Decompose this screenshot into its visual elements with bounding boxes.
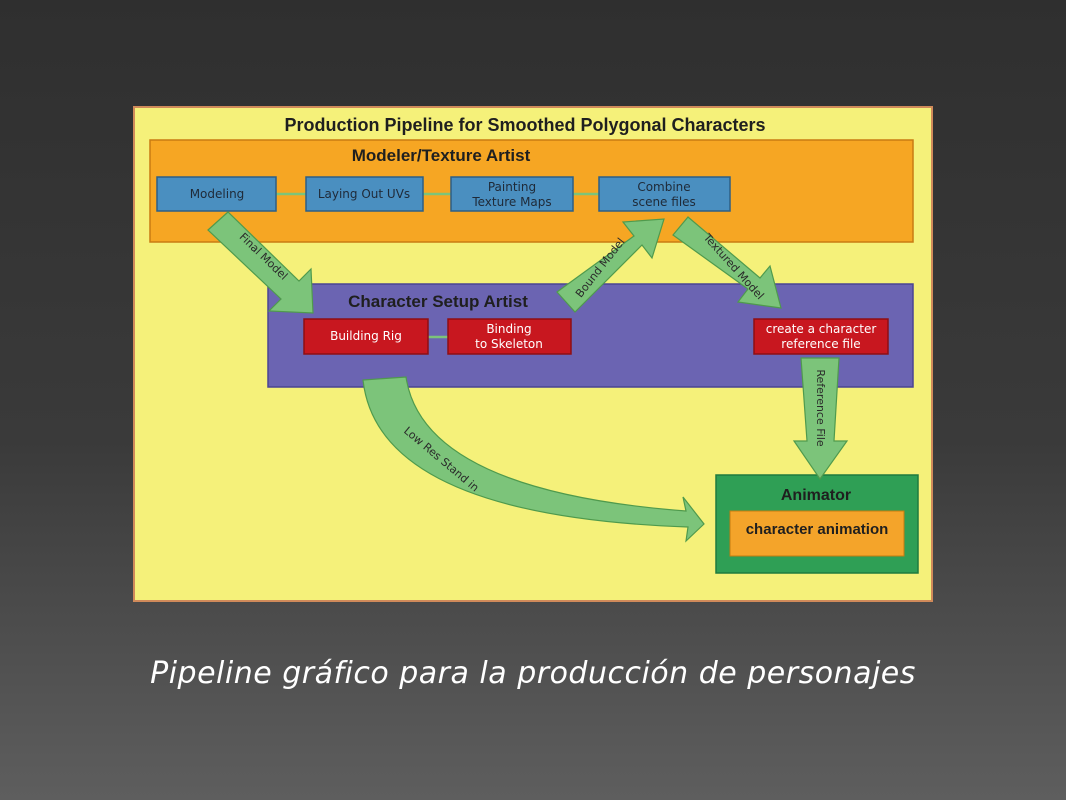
modeler-group-label: Modeler/Texture Artist	[352, 146, 531, 165]
step-create-reference-file: create a character reference file	[753, 318, 889, 355]
pipeline-diagram: Production Pipeline for Smoothed Polygon…	[133, 106, 933, 602]
step-modeling: Modeling	[156, 176, 277, 212]
step-binding-line2: to Skeleton	[475, 337, 543, 351]
step-combine-scene-files: Combine scene files	[598, 176, 731, 212]
step-reference-line1: create a character	[766, 322, 877, 336]
step-reference-line2: reference file	[781, 337, 860, 351]
step-painting-texture-maps: Painting Texture Maps	[450, 176, 574, 212]
arrow-reference-file: Reference File	[792, 357, 849, 481]
step-character-animation-label: character animation	[746, 521, 889, 538]
step-laying-out-uvs: Laying Out UVs	[305, 176, 424, 212]
step-combine-line1: Combine	[637, 180, 690, 194]
step-building-rig-label: Building Rig	[330, 329, 402, 343]
pipeline-diagram-svg: Production Pipeline for Smoothed Polygon…	[133, 106, 933, 602]
diagram-title: Production Pipeline for Smoothed Polygon…	[284, 115, 765, 135]
step-laying-out-uvs-label: Laying Out UVs	[318, 187, 410, 201]
step-painting-line2: Texture Maps	[471, 195, 551, 209]
arrow-reference-file-label: Reference File	[814, 369, 827, 447]
step-binding-to-skeleton: Binding to Skeleton	[447, 318, 572, 355]
step-painting-line1: Painting	[488, 180, 536, 194]
step-building-rig: Building Rig	[303, 318, 429, 355]
step-binding-line1: Binding	[486, 322, 531, 336]
slide-caption: Pipeline gráfico para la producción de p…	[150, 656, 916, 691]
step-modeling-label: Modeling	[190, 187, 245, 201]
animator-group-label: Animator	[781, 487, 851, 504]
setup-group-label: Character Setup Artist	[348, 292, 528, 311]
step-combine-line2: scene files	[632, 195, 696, 209]
step-character-animation	[729, 510, 905, 557]
